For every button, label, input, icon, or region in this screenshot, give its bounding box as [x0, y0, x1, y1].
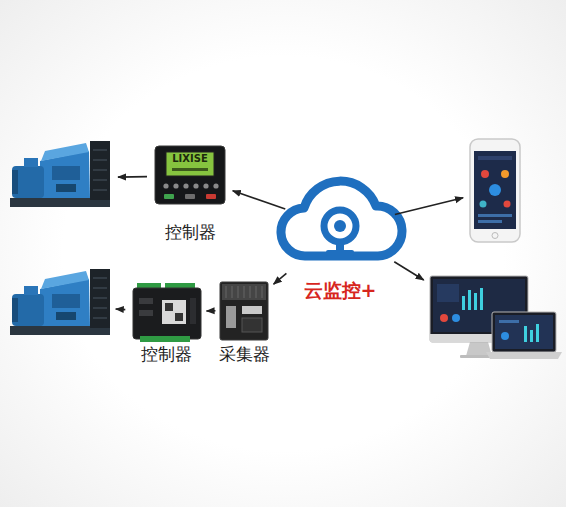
arrow-connector: [395, 198, 463, 215]
controller-button: [173, 183, 178, 188]
screen-dot: [440, 314, 448, 322]
generator-illustration: [10, 141, 110, 207]
screen-dot: [489, 184, 501, 196]
screen-panel: [437, 284, 459, 302]
connector-group: [116, 177, 463, 311]
screen-dot: [481, 170, 489, 178]
module-detail: [139, 310, 153, 316]
collector-body: [220, 282, 268, 340]
screen-line: [172, 168, 208, 171]
controller-button: [193, 183, 198, 188]
screen-bar: [478, 220, 502, 223]
camera-lens: [334, 220, 346, 232]
collector-rib: [256, 286, 257, 298]
controller-illustration: [155, 146, 225, 204]
screen-dot: [452, 314, 460, 322]
collector-rib: [226, 286, 227, 298]
collector-node: 采集器: [218, 278, 270, 365]
terminal-strip: [140, 336, 190, 342]
screen-bar: [478, 214, 512, 217]
phone-frame: [470, 139, 520, 242]
screen-bar: [462, 296, 465, 310]
arrow-connector: [233, 191, 286, 209]
controller-node: LIXISE 控制器: [152, 143, 228, 245]
monitor-node: [428, 272, 563, 362]
generator-node: [8, 140, 113, 210]
screen-dot: [501, 332, 509, 340]
node-label: 控制器: [128, 345, 204, 365]
node-label: 采集器: [208, 345, 280, 365]
screen-bar: [530, 330, 533, 342]
phone-illustration: [470, 139, 520, 242]
controller-module-body: [133, 288, 201, 339]
controller-button: [163, 183, 168, 188]
screen-bar: [474, 293, 477, 310]
arrow-connector: [116, 308, 126, 310]
node-label: 控制器: [152, 223, 228, 243]
controller-button: [213, 183, 218, 188]
screen-bar: [536, 324, 539, 342]
collector-rib: [262, 286, 263, 298]
collector-detail: [242, 306, 262, 314]
screen-dot: [501, 170, 509, 178]
controller-module-illustration: [133, 283, 201, 342]
controller-button: [185, 194, 195, 199]
laptop-frame: [492, 312, 556, 352]
camera-ring: [324, 210, 356, 242]
cloud-outline: [281, 181, 402, 256]
screen-bar: [468, 290, 471, 310]
arrow-connector: [394, 262, 424, 280]
screen-dot: [504, 201, 511, 208]
arrow-connector: [118, 176, 147, 178]
controller-node: 控制器: [128, 283, 204, 365]
generator-illustration: [10, 269, 110, 335]
collector-illustration: [220, 282, 268, 340]
controller-screen: [166, 152, 214, 176]
controller-button: [183, 183, 188, 188]
module-detail: [139, 298, 153, 304]
collector-rib: [238, 286, 239, 298]
controller-button: [206, 194, 216, 199]
collector-top: [222, 284, 266, 300]
controller-button: [164, 194, 174, 199]
controller-body: [155, 146, 225, 204]
screen-bar: [499, 320, 519, 323]
cloud-node: 云监控+: [290, 180, 390, 302]
laptop-screen: [495, 315, 553, 349]
phone-home-button: [492, 233, 498, 239]
screen-brand: LIXISE: [166, 153, 214, 165]
module-sticker: [162, 300, 186, 324]
screen-dot: [480, 201, 487, 208]
generator-node: [8, 268, 113, 338]
collector-detail: [226, 306, 236, 328]
qr-mark: [175, 313, 183, 321]
screen-bar: [480, 288, 483, 310]
module-detail: [190, 298, 196, 324]
camera-base: [326, 250, 354, 256]
collector-detail: [242, 318, 262, 332]
collector-rib: [232, 286, 233, 298]
cloud-label: 云监控+: [290, 280, 390, 302]
collector-rib: [250, 286, 251, 298]
computer-illustration: [430, 276, 562, 359]
phone-screen: [474, 151, 516, 229]
laptop-base: [486, 352, 562, 359]
controller-button: [203, 183, 208, 188]
qr-mark: [165, 303, 173, 311]
phone-node: [468, 138, 522, 244]
arrow-connector: [274, 273, 287, 284]
cloud-icon: [281, 181, 402, 256]
collector-rib: [244, 286, 245, 298]
screen-bar: [524, 326, 527, 342]
screen-bar: [478, 156, 512, 160]
arrow-connector: [207, 310, 216, 312]
